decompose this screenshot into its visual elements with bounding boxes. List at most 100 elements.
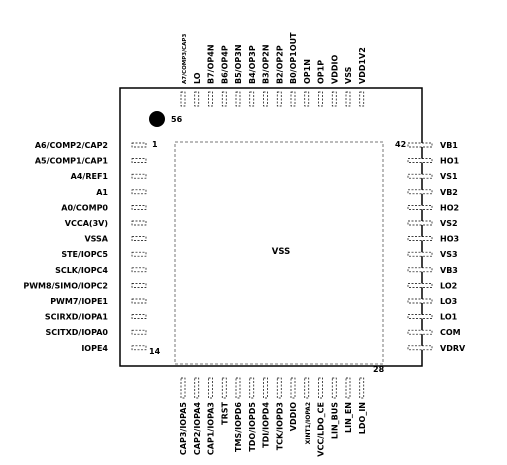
bottom-pin-label-tck-iopd3: TCK/IOPD3 — [275, 402, 284, 450]
bottom-pin-pad — [235, 377, 241, 399]
package-body — [119, 87, 423, 367]
bottom-pin-pad — [208, 377, 213, 399]
right-pin-pad — [407, 189, 433, 195]
top-pin-label-b0-op1out: B0/OP1OUT — [289, 32, 298, 84]
right-pin-pad — [407, 329, 433, 335]
bottom-pin-label-trst: TRST — [220, 401, 229, 424]
bottom-pin-pad — [263, 377, 268, 399]
top-pin-pad — [331, 91, 337, 107]
bottom-pin-label-tdo-iopd5: TDO/IOPD5 — [248, 402, 257, 452]
left-pin-label-pwm8-simo-iopc2: PWM8/SIMO/IOPC2 — [23, 281, 108, 290]
bottom-pin-label-cap1-iopa3: CAP1/IOPA3 — [207, 402, 216, 455]
right-pin-pad — [407, 345, 433, 351]
right-pin-label-vb3: VB3 — [440, 266, 458, 275]
left-pin-pad — [131, 283, 147, 288]
right-pin-label-vs2: VS2 — [440, 219, 458, 228]
left-pin-pad — [131, 345, 147, 351]
left-pin-row: A6/COMP2/CAP2A5/COMP1/CAP1A4/REF1A1A0/CO… — [23, 141, 147, 353]
bottom-pin-label-cap2-iopa4: CAP2/IOPA4 — [193, 402, 202, 456]
left-pin-pad — [131, 329, 147, 335]
top-pin-pad — [345, 91, 351, 107]
pin-number-1: 1 — [152, 140, 158, 149]
top-pin-pad — [290, 91, 296, 107]
bottom-pin-pad — [180, 377, 186, 399]
left-pin-pad — [131, 142, 147, 148]
left-pin-label-iope4: IOPE4 — [81, 344, 108, 353]
right-pin-pad — [407, 173, 433, 179]
left-pin-label-scitxd-iopa0: SCITXD/IOPA0 — [46, 328, 109, 337]
left-pin-pad — [131, 314, 147, 319]
top-pin-label-lo: LO — [193, 72, 202, 84]
right-pin-label-vb1: VB1 — [440, 141, 458, 150]
top-pin-pad — [263, 91, 268, 107]
left-pin-label-scirxd-iopa1: SCIRXD/IOPA1 — [45, 313, 109, 322]
top-pin-label-b7-op4n: B7/OP4N — [207, 44, 216, 84]
left-pin-pad — [131, 189, 147, 195]
right-pin-pad — [407, 142, 433, 148]
bottom-pin-pad — [221, 377, 227, 399]
left-pin-label-sclk-iopc4: SCLK/IOPC4 — [55, 266, 108, 275]
top-pin-label-vdd1v2: VDD1V2 — [358, 47, 367, 84]
top-pin-label-b4-op3p: B4/OP3P — [248, 45, 257, 84]
top-pin-label-b6-op4p: B6/OP4P — [220, 45, 229, 84]
left-pin-label-vcca-3v: VCCA(3V) — [65, 219, 108, 228]
top-pin-pad — [318, 91, 323, 107]
pin1-indicator-dot — [149, 111, 165, 127]
top-pin-label-op1n: OP1N — [303, 59, 312, 84]
right-pin-label-vs1: VS1 — [440, 172, 458, 181]
top-pin-label-a7-comp3-cap3: A7/COMP3/CAP3 — [182, 34, 188, 84]
top-pin-pad — [208, 91, 213, 107]
bottom-pin-pad — [331, 377, 337, 399]
right-pin-pad — [407, 251, 433, 257]
bottom-pin-label-vcc-ldo-ce: VCC/LDO_CE — [317, 402, 326, 457]
left-pin-label-a6-comp2-cap2: A6/COMP2/CAP2 — [35, 141, 108, 150]
left-pin-label-pwm7-iope1: PWM7/IOPE1 — [50, 297, 108, 306]
top-pin-pad — [194, 91, 200, 107]
left-pin-pad — [131, 298, 147, 304]
right-pin-label-vs3: VS3 — [440, 250, 458, 259]
pin-number-28: 28 — [373, 365, 385, 374]
top-pin-label-vddio: VDDIO — [330, 55, 339, 84]
right-pin-pad — [407, 314, 433, 319]
left-pin-label-vssa: VSSA — [84, 235, 108, 244]
bottom-pin-pad — [359, 377, 365, 399]
bottom-pin-pad — [276, 377, 282, 399]
right-pin-label-vdrv: VDRV — [440, 344, 466, 353]
left-pin-pad — [131, 267, 147, 273]
right-pin-label-lo1: LO1 — [440, 313, 458, 322]
right-pin-label-vb2: VB2 — [440, 188, 458, 197]
right-pin-pad — [407, 236, 433, 241]
right-pin-label-ho2: HO2 — [440, 203, 459, 212]
pin-number-42: 42 — [395, 140, 406, 149]
top-pin-label-vss: VSS — [344, 66, 353, 84]
bottom-pin-label-xint1-iopa2: XINT1/IOPA2 — [305, 402, 312, 444]
right-pin-label-lo2: LO2 — [440, 281, 457, 290]
bottom-pin-label-lin-en: LIN_EN — [344, 402, 353, 433]
top-pin-label-b3-op2n: B3/OP2N — [262, 44, 271, 84]
right-pin-label-ho1: HO1 — [440, 157, 459, 166]
left-pin-pad — [131, 220, 147, 226]
top-pin-label-b5-op3n: B5/OP3N — [234, 44, 243, 84]
right-pin-pad — [407, 158, 433, 163]
top-pin-pad — [304, 91, 310, 107]
bottom-pin-label-lin-bus: LIN_BUS — [330, 402, 339, 439]
top-pin-label-op1p: OP1P — [317, 60, 326, 84]
right-pin-label-lo3: LO3 — [440, 297, 457, 306]
left-pin-pad — [131, 236, 147, 241]
bottom-pin-pad — [304, 377, 310, 399]
top-pin-pad — [249, 91, 255, 107]
left-pin-label-ste-iopc5: STE/IOPC5 — [61, 250, 108, 259]
right-pin-label-ho3: HO3 — [440, 235, 459, 244]
right-pin-pad — [407, 220, 433, 226]
bottom-pin-label-ldo-in: LDO_IN — [358, 402, 367, 434]
left-pin-pad — [131, 158, 147, 163]
bottom-pin-label-vddio: VDDIO — [289, 402, 298, 431]
center-vss-label: VSS — [272, 247, 290, 257]
right-pin-pad — [407, 267, 433, 273]
left-pin-label-a4-ref1: A4/REF1 — [71, 172, 109, 181]
bottom-pin-pad — [290, 377, 296, 399]
top-pin-label-b2-op2p: B2/OP2P — [275, 45, 284, 84]
